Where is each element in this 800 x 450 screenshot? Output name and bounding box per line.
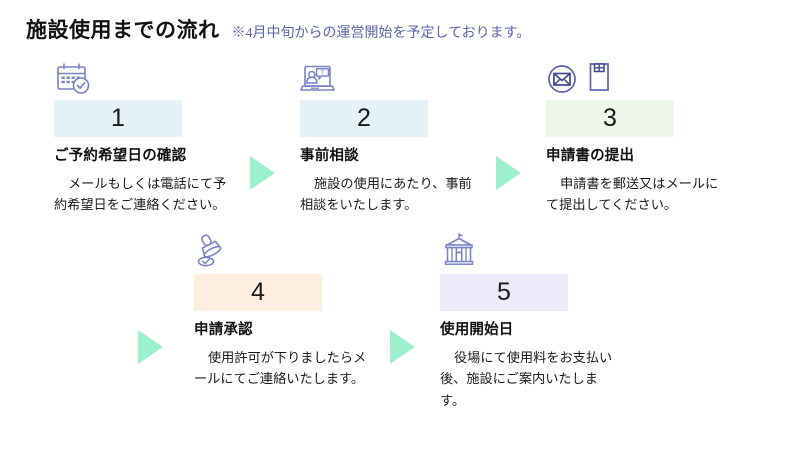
step-badge-4: 4 [194,274,322,311]
step-number: 4 [251,278,265,306]
government-building-icon [440,232,624,274]
calendar-check-icon [54,58,238,100]
step-description: 使用許可が下りましたらメールにてご連絡いたします。 [194,350,367,387]
arrow-triangle-icon [495,156,521,190]
header: 施設使用までの流れ ※4月中旬からの運営開始を予定しております。 [26,14,530,44]
step-description: メールもしくは電話にて予約希望日をご連絡ください。 [54,176,227,213]
step-number: 1 [111,104,125,132]
flow-step-2[interactable]: ? 2 事前相談 施設の使用にあたり、事前相談をいたします。 [286,58,484,216]
envelope-circle-icon [548,65,576,93]
arrow-step4-to-step5 [378,232,426,364]
page-subtitle-note: ※4月中旬からの運営開始を予定しております。 [231,26,531,41]
arrow-step1-to-step2 [238,58,286,190]
application-form-icon [589,63,609,91]
arrow-triangle-icon [389,330,415,364]
step-description: 施設の使用にあたり、事前相談をいたします。 [300,176,472,213]
step-badge-3: 3 [546,100,674,137]
mail-document-icon [546,58,730,100]
step-title: ご予約希望日の確認 [54,148,187,164]
stamp-approval-icon [194,232,378,274]
step-description: 役場にて使用料をお支払い後、施設にご案内いたします。 [440,350,613,408]
step-badge-2: 2 [300,100,428,137]
step-title: 使用開始日 [440,322,514,338]
arrow-step3-to-step4 [120,232,180,364]
flow-step-4[interactable]: 4 申請承認 使用許可が下りましたらメールにてご連絡いたします。 [180,232,378,390]
flow-step-5[interactable]: 5 使用開始日 役場にて使用料をお支払い後、施設にご案内いたします。 [426,232,624,411]
page-title: 施設使用までの流れ [26,18,220,42]
step-title: 事前相談 [300,148,359,164]
step-badge-5: 5 [440,274,568,311]
flow-row-top: 1 ご予約希望日の確認 メールもしくは電話にて予約希望日をご連絡ください。 ? … [40,58,730,216]
arrow-triangle-icon [137,330,163,364]
step-description: 申請書を郵送又はメールにて提出してください。 [546,176,719,213]
arrow-triangle-icon [249,156,275,190]
laptop-consultation-icon: ? [300,58,484,100]
flow-row-bottom: 4 申請承認 使用許可が下りましたらメールにてご連絡いたします。 [120,232,624,411]
step-number: 3 [603,104,617,132]
step-title: 申請書の提出 [546,148,635,164]
flow-step-1[interactable]: 1 ご予約希望日の確認 メールもしくは電話にて予約希望日をご連絡ください。 [40,58,238,216]
flow-step-3[interactable]: 3 申請書の提出 申請書を郵送又はメールにて提出してください。 [532,58,730,216]
step-number: 5 [497,278,511,306]
step-number: 2 [357,104,371,132]
step-title: 申請承認 [194,322,253,338]
step-badge-1: 1 [54,100,182,137]
svg-text:?: ? [321,69,324,77]
arrow-step2-to-step3 [484,58,532,190]
